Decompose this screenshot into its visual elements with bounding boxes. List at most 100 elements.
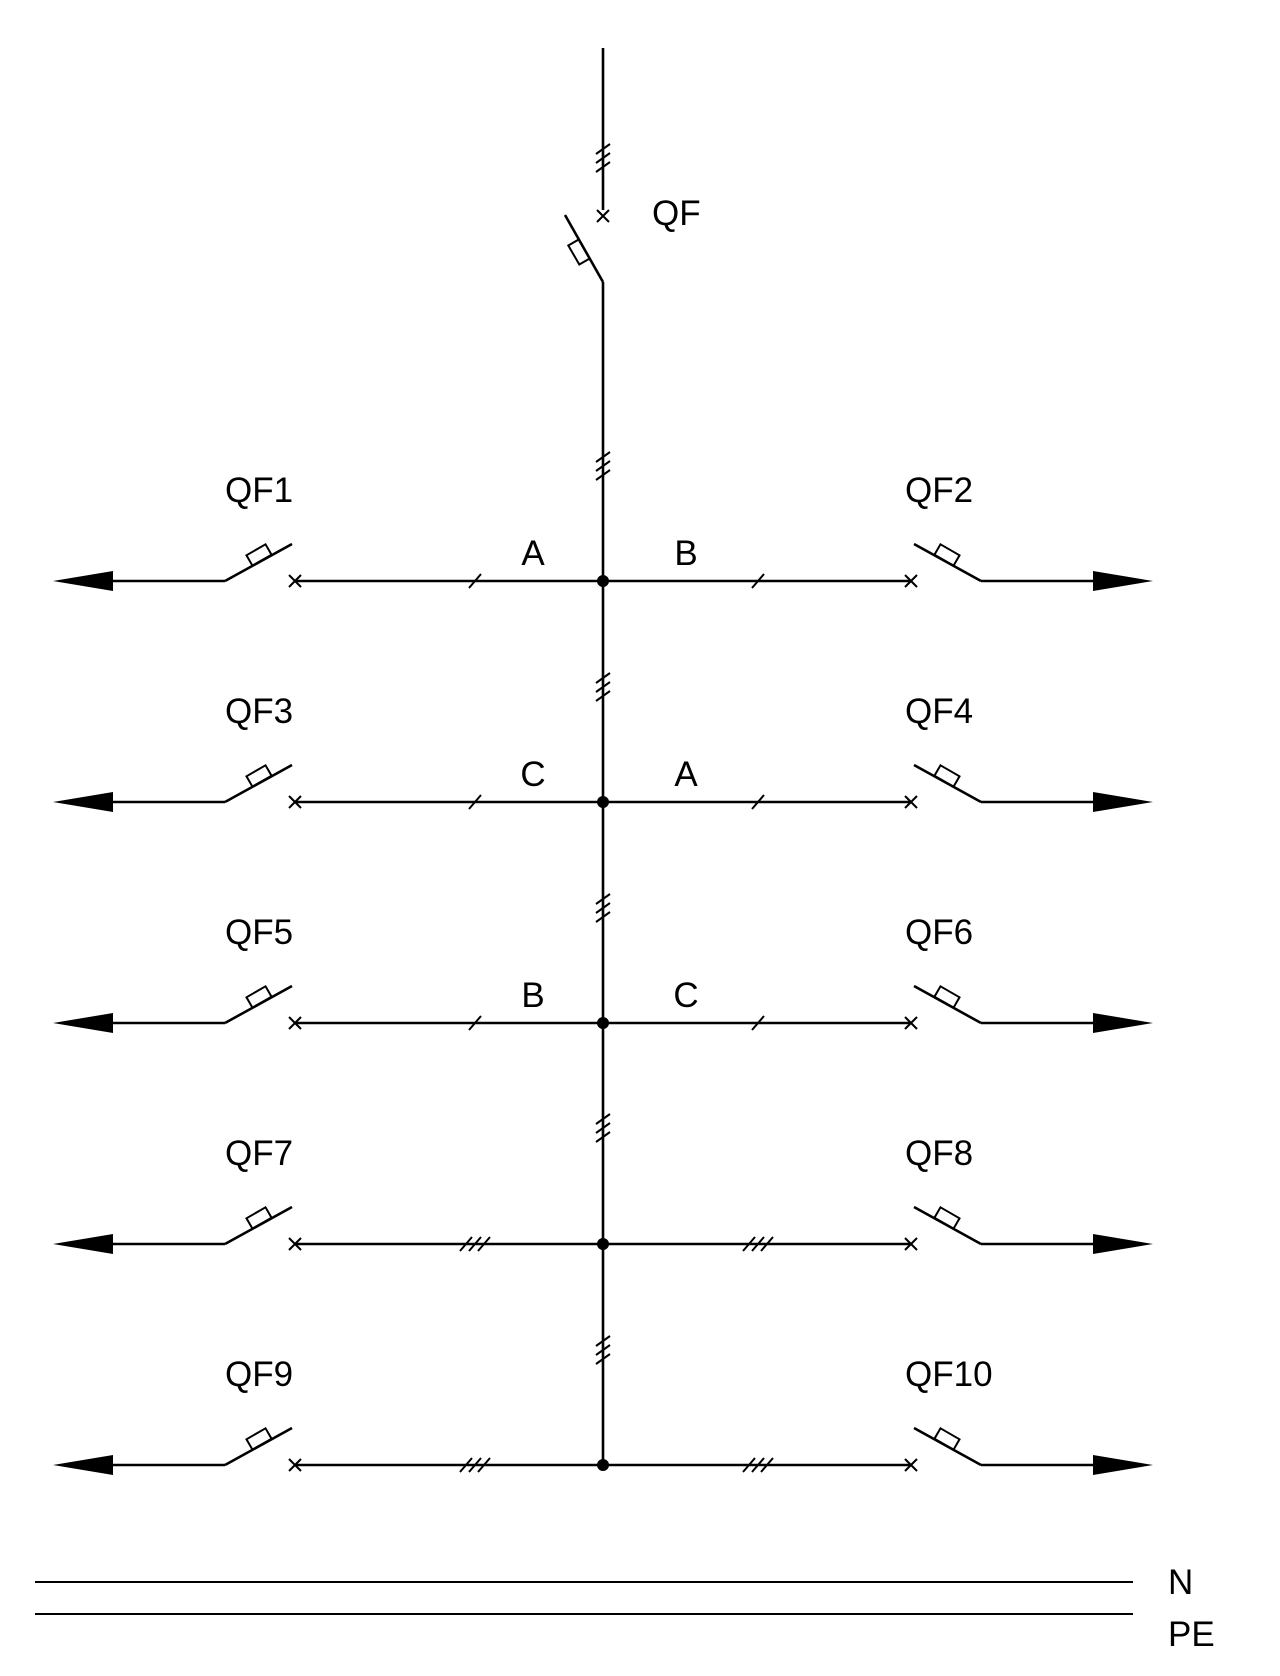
- left-breaker-trip-box: [245, 763, 273, 789]
- pole-tick: [595, 1335, 611, 1347]
- right-breaker-trip-box: [933, 542, 961, 568]
- pole-tick: [477, 1236, 491, 1252]
- right-phase-label: C: [673, 976, 698, 1015]
- three-pole-mark: [595, 672, 611, 702]
- pole-tick: [595, 143, 611, 155]
- pole-tick: [595, 1344, 611, 1356]
- right-breaker-trip-box: [933, 984, 961, 1010]
- right-outgoing-arrow: [1093, 1234, 1153, 1254]
- right-contact-cross: [904, 1237, 918, 1251]
- right-breaker-trip-box: [933, 1426, 961, 1452]
- pole-tick: [468, 1457, 482, 1473]
- right-outgoing-arrow: [1093, 792, 1153, 812]
- pole-tick: [459, 1457, 473, 1473]
- breaker-label-qf8: QF8: [905, 1134, 973, 1173]
- pole-tick: [459, 1236, 473, 1252]
- breaker-label-qf7: QF7: [225, 1134, 293, 1173]
- right-breaker-trip-box: [933, 1205, 961, 1231]
- pole-tick: [595, 690, 611, 702]
- pole-tick: [595, 451, 611, 463]
- breaker-label-qf10: QF10: [905, 1355, 993, 1394]
- left-contact-cross: [288, 1237, 302, 1251]
- pole-tick: [468, 573, 482, 589]
- pole-tick: [751, 794, 765, 810]
- pole-tick: [595, 152, 611, 164]
- pole-tick: [595, 469, 611, 481]
- pole-tick: [751, 573, 765, 589]
- breaker-label-qf1: QF1: [225, 471, 293, 510]
- left-phase-label: A: [521, 534, 545, 573]
- left-contact-cross: [288, 1016, 302, 1030]
- left-outgoing-arrow: [53, 792, 113, 812]
- pole-tick: [751, 1236, 765, 1252]
- left-outgoing-arrow: [53, 571, 113, 591]
- pole-tick: [751, 1457, 765, 1473]
- right-outgoing-arrow: [1093, 571, 1153, 591]
- pole-tick: [595, 672, 611, 684]
- left-outgoing-arrow: [53, 1455, 113, 1475]
- main-breaker-cross: [596, 209, 610, 223]
- right-contact-cross: [904, 1458, 918, 1472]
- pole-tick: [468, 1015, 482, 1031]
- left-contact-cross: [288, 574, 302, 588]
- left-outgoing-arrow: [53, 1234, 113, 1254]
- left-breaker-trip-box: [245, 1205, 273, 1231]
- three-pole-mark: [595, 1113, 611, 1143]
- left-breaker-trip-box: [245, 542, 273, 568]
- breaker-label-qf2: QF2: [905, 471, 973, 510]
- pole-tick: [595, 893, 611, 905]
- pole-tick: [477, 1457, 491, 1473]
- left-contact-cross: [288, 1458, 302, 1472]
- right-breaker-trip-box: [933, 763, 961, 789]
- breaker-label-qf5: QF5: [225, 913, 293, 952]
- left-phase-label: B: [521, 976, 544, 1015]
- left-outgoing-arrow: [53, 1013, 113, 1033]
- right-outgoing-arrow: [1093, 1455, 1153, 1475]
- pole-tick: [595, 1113, 611, 1125]
- three-pole-mark: [595, 1335, 611, 1365]
- left-breaker-trip-box: [245, 984, 273, 1010]
- breaker-label-qf3: QF3: [225, 692, 293, 731]
- pole-tick: [760, 1457, 774, 1473]
- feeder-row: QF7 QF8: [53, 1134, 1153, 1254]
- static-parts: QF N PE: [35, 48, 1215, 1654]
- pole-tick: [595, 1131, 611, 1143]
- pole-tick: [595, 1122, 611, 1134]
- pole-tick: [751, 1015, 765, 1031]
- breaker-label-qf9: QF9: [225, 1355, 293, 1394]
- breaker-label-qf6: QF6: [905, 913, 973, 952]
- pole-tick: [595, 1353, 611, 1365]
- pole-tick: [468, 1236, 482, 1252]
- pole-tick: [595, 911, 611, 923]
- right-contact-cross: [904, 1016, 918, 1030]
- left-contact-cross: [288, 795, 302, 809]
- three-pole-mark: [595, 143, 611, 173]
- pole-tick: [595, 681, 611, 693]
- main-breaker: QF: [563, 194, 701, 283]
- three-pole-mark: [595, 451, 611, 481]
- pole-tick: [595, 902, 611, 914]
- main-breaker-label: QF: [652, 194, 701, 233]
- right-contact-cross: [904, 574, 918, 588]
- right-outgoing-arrow: [1093, 1013, 1153, 1033]
- pe-label: PE: [1168, 1615, 1215, 1654]
- three-pole-mark: [595, 893, 611, 923]
- pole-tick: [468, 794, 482, 810]
- pole-tick: [742, 1236, 756, 1252]
- pole-tick: [595, 460, 611, 472]
- pole-tick: [742, 1457, 756, 1473]
- right-contact-cross: [904, 795, 918, 809]
- feeder-row: QF9 QF10: [53, 1355, 1153, 1475]
- pole-tick: [760, 1236, 774, 1252]
- neutral-label: N: [1168, 1563, 1193, 1602]
- left-phase-label: C: [520, 755, 545, 794]
- right-phase-label: A: [674, 755, 698, 794]
- right-phase-label: B: [674, 534, 697, 573]
- main-breaker-trip-box: [566, 238, 592, 266]
- left-breaker-trip-box: [245, 1426, 273, 1452]
